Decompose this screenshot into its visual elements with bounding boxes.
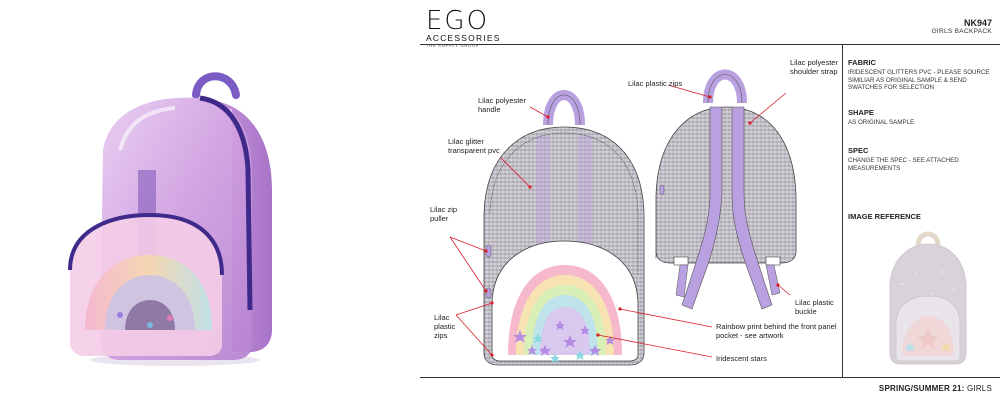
callout-glitter-pvc: Lilac glitter transparent pvc bbox=[448, 137, 500, 155]
bottom-divider bbox=[420, 377, 1000, 378]
backpack-photo-illustration bbox=[68, 72, 272, 366]
product-code: NK947 bbox=[963, 18, 992, 28]
product-name: GIRLS BACKPACK bbox=[931, 28, 992, 35]
spec-section: SPEC CHANGE THE SPEC - SEE ATTACHED MEAS… bbox=[848, 146, 996, 172]
logo-tagline: THE SUPPLY GROUP bbox=[426, 43, 480, 48]
reference-image bbox=[889, 231, 967, 365]
spec-text: CHANGE THE SPEC - SEE ATTACHED MEASUREME… bbox=[848, 157, 959, 172]
season-footer: SPRING/SUMMER 21: GIRLS bbox=[879, 384, 992, 393]
footer-season: SPRING/SUMMER 21: bbox=[878, 384, 965, 393]
callout-leader-lines bbox=[449, 84, 791, 358]
brand-logo: EGO ACCESSORIES THE SUPPLY GROUP bbox=[426, 8, 506, 48]
callout-stars: Iridescent stars bbox=[716, 354, 767, 363]
vertical-divider bbox=[842, 44, 843, 377]
callout-rainbow-print: Rainbow print behind the front panel poc… bbox=[716, 322, 837, 340]
shape-text: AS ORIGINAL SAMPLE bbox=[848, 119, 915, 126]
callout-shoulder-strap: Lilac polyester shoulder strap bbox=[790, 58, 838, 76]
technical-drawing bbox=[449, 69, 797, 366]
callout-plastic-zips-top: Lilac plastic zips bbox=[628, 79, 683, 88]
shape-section: SHAPE AS ORIGINAL SAMPLE bbox=[848, 108, 996, 127]
image-reference-section: IMAGE REFERENCE bbox=[848, 212, 996, 223]
product-photo bbox=[0, 0, 400, 405]
top-divider bbox=[420, 44, 1000, 45]
back-view bbox=[655, 69, 797, 310]
spec-heading: SPEC bbox=[848, 146, 869, 155]
logo-main-text: EGO bbox=[426, 6, 490, 36]
callout-handle: Lilac polyester handle bbox=[478, 96, 526, 114]
shape-heading: SHAPE bbox=[848, 108, 874, 117]
spec-sheet: EGO ACCESSORIES THE SUPPLY GROUP NK947 G… bbox=[420, 0, 1000, 405]
fabric-heading: FABRIC bbox=[848, 58, 876, 67]
fabric-text: IRIDESCENT GLITTERS PVC - PLEASE SOURCE … bbox=[848, 69, 990, 92]
callout-plastic-buckle: Lilac plastic buckle bbox=[795, 298, 834, 316]
product-code-block: NK947 GIRLS BACKPACK bbox=[932, 18, 992, 35]
image-reference-heading: IMAGE REFERENCE bbox=[848, 212, 921, 221]
callout-plastic-zips-side: Lilac plastic zips bbox=[434, 313, 456, 340]
fabric-section: FABRIC IRIDESCENT GLITTERS PVC - PLEASE … bbox=[848, 58, 996, 92]
callout-zip-puller: Lilac zip puller bbox=[430, 205, 458, 223]
logo-sub-text: ACCESSORIES bbox=[426, 33, 501, 43]
front-view bbox=[483, 90, 645, 366]
footer-category: GIRLS bbox=[966, 384, 992, 393]
